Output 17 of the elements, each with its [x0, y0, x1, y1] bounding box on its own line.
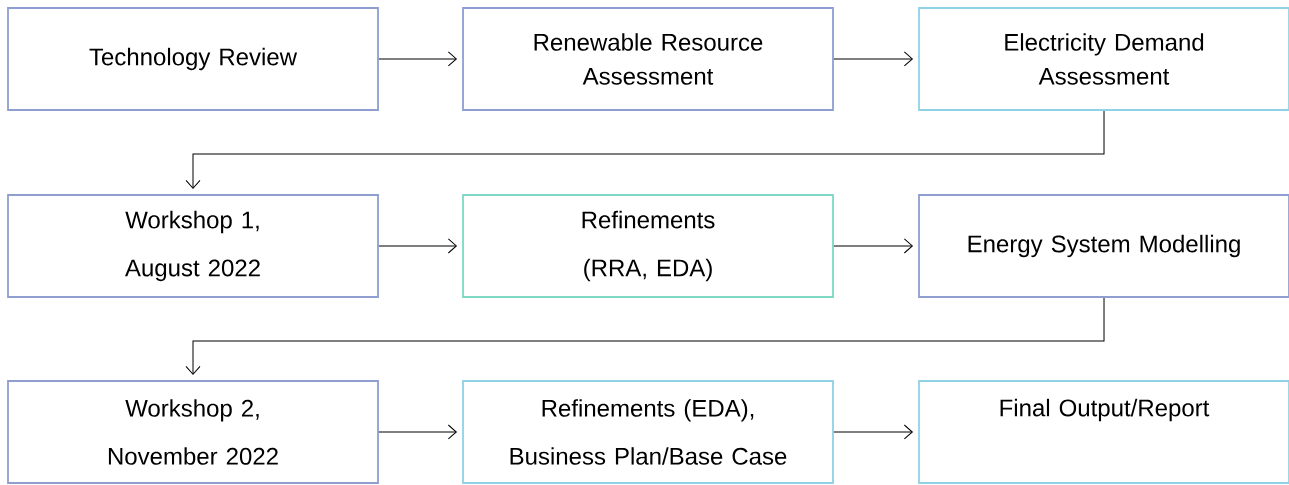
arrow [185, 297, 1105, 375]
arrow [833, 424, 913, 440]
arrow [378, 238, 457, 254]
arrow [185, 110, 1105, 189]
arrow [378, 424, 457, 440]
process-box: Technology Review [7, 7, 379, 111]
process-box: Electricity Demand Assessment [918, 7, 1289, 111]
process-box: Workshop 1, August 2022 [7, 194, 379, 298]
process-box: Refinements (EDA), Business Plan/Base Case [462, 380, 834, 484]
arrow [833, 238, 913, 254]
arrow [378, 51, 457, 67]
process-box: Final Output/Report [918, 380, 1289, 484]
process-box: Refinements (RRA, EDA) [462, 194, 834, 298]
arrow [833, 51, 913, 67]
process-box: Workshop 2, November 2022 [7, 380, 379, 484]
process-box: Renewable Resource Assessment [462, 7, 834, 111]
process-box: Energy System Modelling [918, 194, 1289, 298]
